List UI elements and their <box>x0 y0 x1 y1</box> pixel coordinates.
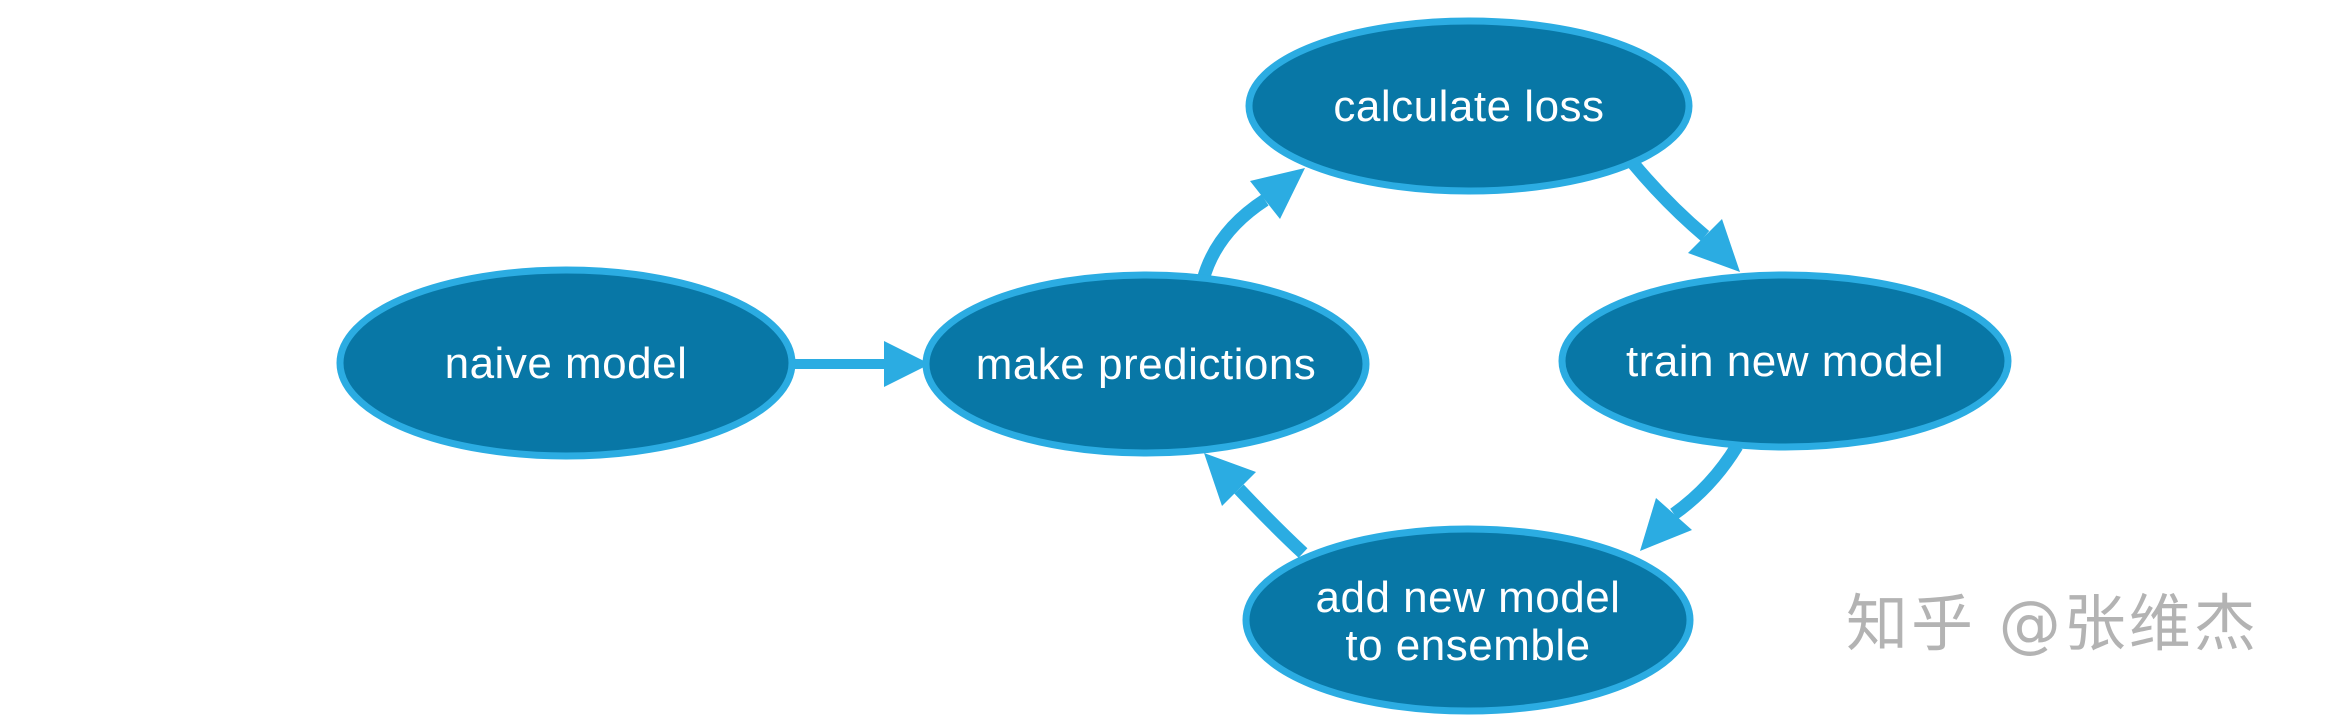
node-label-line1: add new model <box>1316 573 1621 622</box>
arrow-predictions-to-loss <box>1196 168 1305 282</box>
arrow-head-icon <box>1204 453 1256 506</box>
node-ellipse <box>922 271 1370 457</box>
arrow-head-icon <box>1640 498 1692 551</box>
node-train-new-model: train new model <box>1558 271 2012 451</box>
node-add-new-model-to-ensemble: add new model to ensemble <box>1242 525 1694 715</box>
node-label-line2: to ensemble <box>1345 621 1590 670</box>
node-label: calculate loss <box>1333 82 1604 131</box>
arrow-shaft <box>1196 194 1269 282</box>
zhihu-watermark: 知乎 @张维杰 <box>1846 587 2259 660</box>
node-ellipse <box>336 266 796 460</box>
arrow-add-to-predictions <box>1204 453 1308 558</box>
node-make-predictions: make predictions <box>922 271 1370 457</box>
node-ellipse <box>1558 271 2012 451</box>
arrow-train-to-add <box>1640 442 1743 551</box>
node-label: make predictions <box>976 340 1317 389</box>
node-label: train new model <box>1626 337 1944 386</box>
arrow-shaft <box>1670 442 1743 520</box>
node-calculate-loss: calculate loss <box>1245 17 1693 195</box>
arrow-head-icon <box>1250 168 1305 219</box>
node-label: naive model <box>445 339 688 388</box>
node-ellipse <box>1242 525 1694 715</box>
node-ellipse <box>1245 17 1693 195</box>
arrow-head-icon <box>884 341 930 387</box>
arrow-head-icon <box>1688 219 1740 272</box>
arrow-shaft <box>1234 484 1308 558</box>
node-naive-model: naive model <box>336 266 796 460</box>
arrow-loss-to-train <box>1627 157 1740 272</box>
arrow-shaft <box>1627 157 1710 241</box>
arrow-naive-to-predictions <box>792 341 930 387</box>
